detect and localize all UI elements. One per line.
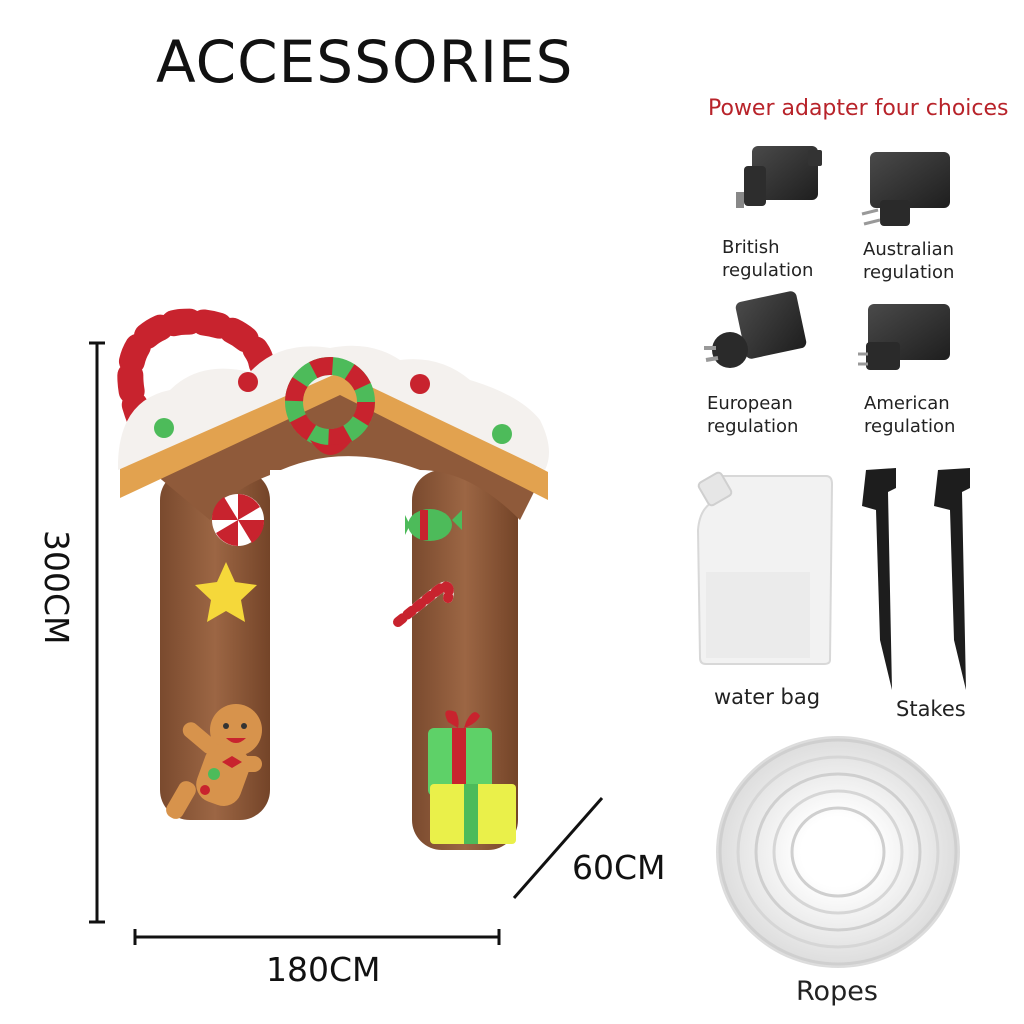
adapter-caption-line2: regulation <box>722 260 814 281</box>
adapter-caption-british: British regulation <box>722 236 813 282</box>
snow-dot-red-left <box>238 372 258 392</box>
stake-icon-left <box>862 468 896 690</box>
power-adapter-heading: Power adapter four choices <box>708 96 1009 121</box>
gift-boxes <box>428 710 516 844</box>
adapter-caption-line2: regulation <box>707 416 799 437</box>
snow-dot-red-right <box>410 374 430 394</box>
adapter-caption-line2: regulation <box>863 262 955 283</box>
au-plug-adapter-icon <box>861 152 950 226</box>
adapter-caption-line1: Australian <box>863 239 955 260</box>
water-bag-icon <box>696 471 834 665</box>
page-title: ACCESSORIES <box>156 28 574 96</box>
stakes-label: Stakes <box>896 697 966 721</box>
dimension-height-label: 300CM <box>37 530 76 645</box>
dimension-width-label: 180CM <box>266 950 381 989</box>
adapter-caption-australian: Australian regulation <box>863 238 954 284</box>
us-plug-adapter-icon <box>858 304 950 370</box>
snow-dot-green-left <box>154 418 174 438</box>
stake-icon-right <box>934 468 970 690</box>
adapter-caption-line1: American <box>864 393 950 414</box>
adapter-caption-european: European regulation <box>707 392 798 438</box>
ropes-label: Ropes <box>796 976 878 1007</box>
adapter-caption-american: American regulation <box>864 392 955 438</box>
adapter-caption-line1: European <box>707 393 793 414</box>
yellow-star <box>195 562 257 622</box>
adapter-caption-line2: regulation <box>864 416 956 437</box>
adapter-caption-line1: British <box>722 237 780 258</box>
dimension-depth-line <box>512 797 604 899</box>
dimension-height-line <box>89 341 105 924</box>
water-bag-label: water bag <box>714 685 821 709</box>
ropes-coil-icon <box>716 736 960 968</box>
uk-plug-adapter-icon <box>736 146 822 208</box>
wrapped-candy <box>408 509 452 541</box>
roof-snow <box>118 345 549 470</box>
dimension-width-line <box>133 929 501 945</box>
snow-dot-green-right <box>492 424 512 444</box>
dimension-depth-label: 60CM <box>572 848 666 887</box>
inflatable-gingerbread-arch <box>117 308 549 850</box>
gingerbread-man <box>166 704 262 819</box>
eu-plug-adapter-icon <box>704 291 807 368</box>
